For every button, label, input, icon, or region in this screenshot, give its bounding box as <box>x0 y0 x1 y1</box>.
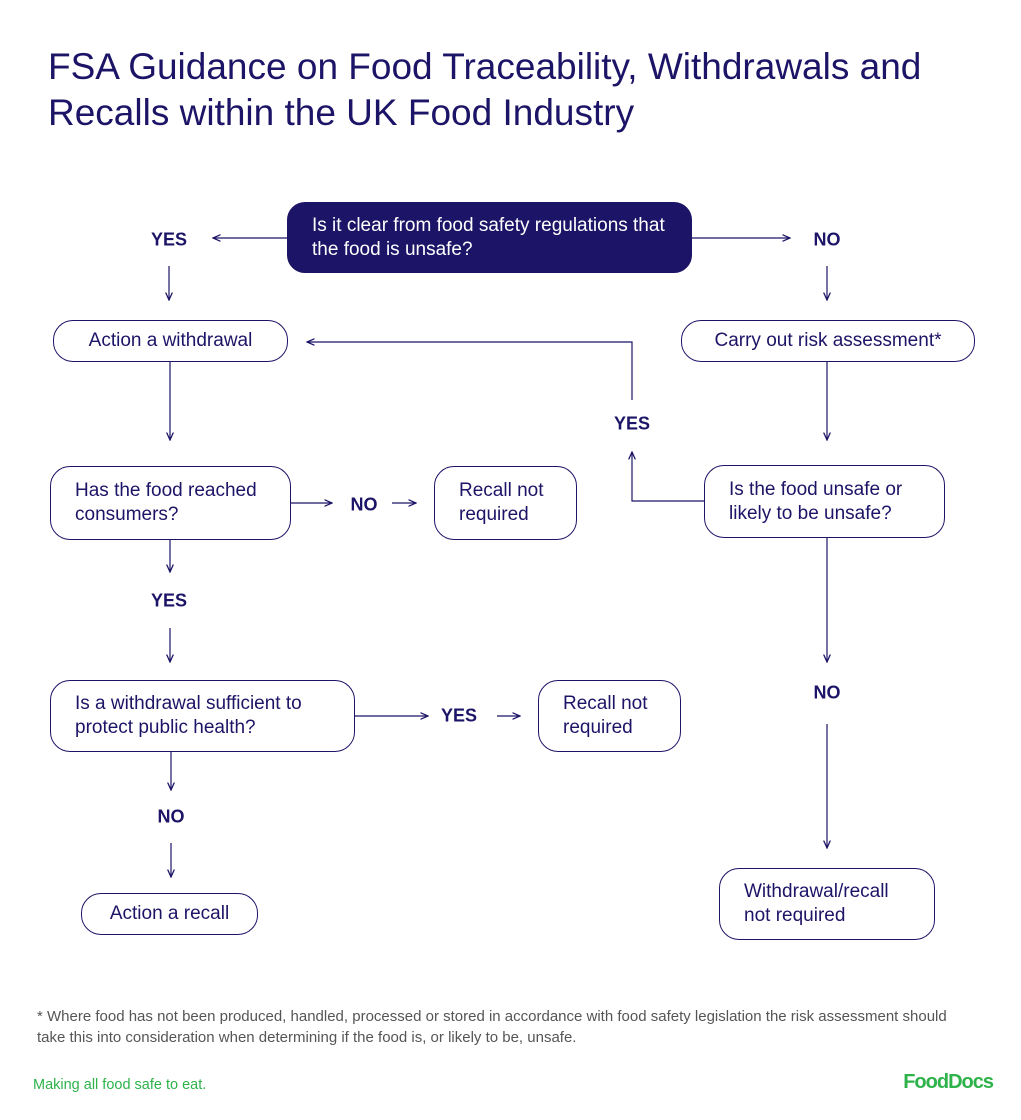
node-clear-unsafe: Is it clear from food safety regulations… <box>287 202 692 273</box>
footnote: * Where food has not been produced, hand… <box>37 1008 947 1046</box>
node-action-recall: Action a recall <box>81 893 258 935</box>
label-yes: YES <box>613 413 651 434</box>
node-recall-not-required: Recall not required <box>538 680 681 752</box>
label-no: NO <box>813 682 841 703</box>
arrow <box>307 342 633 400</box>
node-food-unsafe: Is the food unsafe or likely to be unsaf… <box>704 465 945 538</box>
label-yes: YES <box>150 229 188 250</box>
label-no: NO <box>813 229 841 250</box>
label-yes: YES <box>440 705 478 726</box>
arrow <box>632 452 704 502</box>
node-recall-not-required: Recall not required <box>434 466 577 540</box>
node-action-withdrawal: Action a withdrawal <box>53 320 288 362</box>
node-withdrawal-recall-not-required: Withdrawal/recall not required <box>719 868 935 940</box>
label-no: NO <box>157 806 185 827</box>
tagline: Making all food safe to eat. <box>33 1077 207 1093</box>
fooddocs-logo: FoodDocs <box>903 1071 994 1093</box>
node-reached-consumers: Has the food reached consumers? <box>50 466 291 540</box>
node-risk-assessment: Carry out risk assessment* <box>681 320 975 362</box>
page-title: FSA Guidance on Food Traceability, Withd… <box>48 46 922 133</box>
node-withdrawal-sufficient: Is a withdrawal sufficient to protect pu… <box>50 680 355 752</box>
label-yes: YES <box>150 590 188 611</box>
label-no: NO <box>350 494 378 515</box>
